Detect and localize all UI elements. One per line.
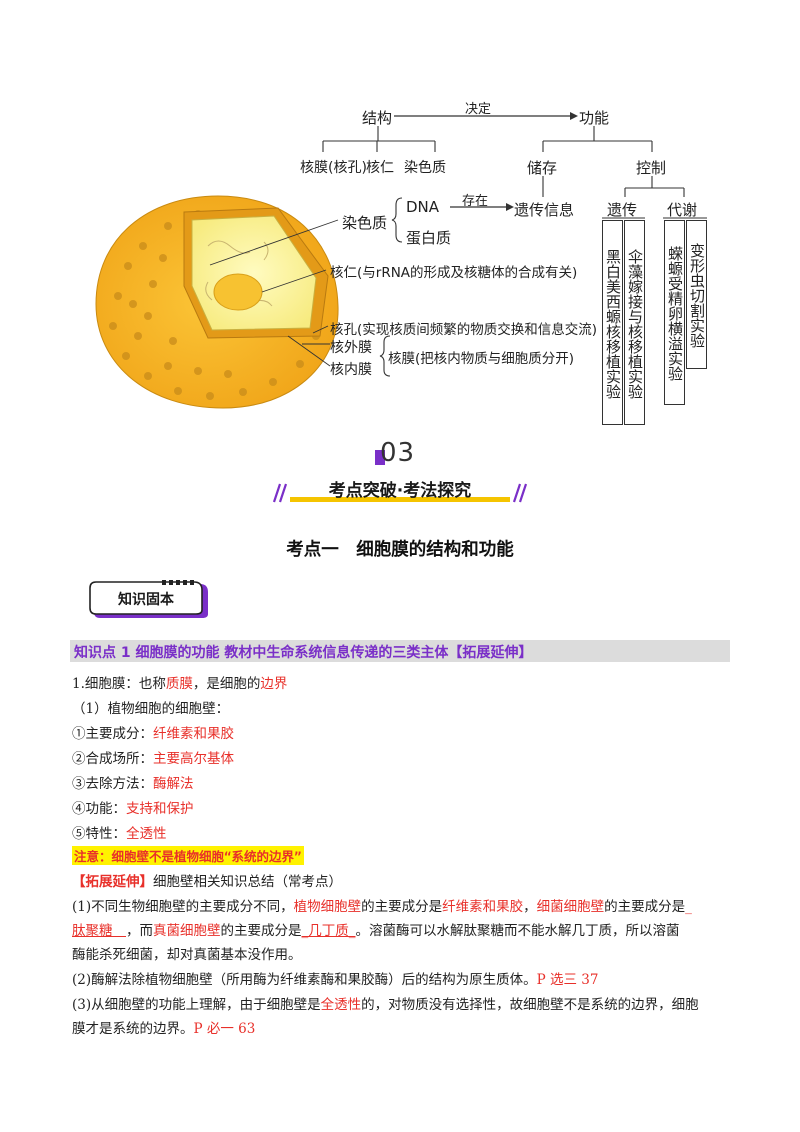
banner-title: 考点突破·考法探究 [328,481,472,501]
answer-text: 全透性 [126,826,167,842]
text: ，而 [126,923,153,939]
knowledge-badge: 知识固本 [88,580,212,620]
decides-label: 决定 [465,102,492,117]
text: ，是细胞的 [192,676,261,692]
para1-line3: 酶能杀死细菌，却对真菌基本没作用。 [72,947,302,963]
text: 。溶菌酶可以水解肽聚糖而不能水解几丁质，所以溶菌 [355,923,680,939]
text: ①主要成分： [72,726,153,742]
storage-label: 储存 [527,159,558,177]
genetic-info-label: 遗传信息 [514,201,575,219]
text: ③去除方法： [72,776,153,792]
section-number-accent [375,450,385,465]
banner-decoration [272,483,528,503]
function-label: 功能 [579,109,610,127]
para2: (2)酶解法除植物细胞壁（所用酶为纤维素酶和果胶酶）后的结构为原生质体。P 选三… [72,968,598,988]
outer-membrane-label: 核外膜 [330,340,372,356]
section-title: 考点一 细胞膜的结构和功能 [286,540,514,560]
inner-membrane-label: 核内膜 [330,362,372,378]
page-reference: P 必一 63 [193,1021,256,1037]
para3-line2: 膜才是系统的边界。P 必一 63 [72,1017,255,1037]
answer-text: 酶解法 [153,776,194,792]
answer-text: 植物细胞壁 [293,899,362,915]
line-synthesis-site: ②合成场所：主要高尔基体 [72,747,234,767]
text: 的主要成分是 [604,899,686,915]
text: 1.细胞膜：也称 [72,676,166,692]
text: (2)酶解法除植物细胞壁（所用酶为纤维素酶和果胶酶）后的结构为原生质体。 [72,972,537,988]
experiment-box-2: 伞藻嫁接与核移植实验 [624,220,645,425]
line-cell-wall-title: （1）植物细胞的细胞壁： [72,701,230,717]
answer-text: 边界 [260,676,288,692]
page-reference: P 选三 37 [536,972,599,988]
nucleus-illustration [95,195,339,409]
text: 的，对物质没有选择性，故细胞壁不是系统的边界，细胞 [361,997,699,1013]
badge-label: 知识固本 [118,592,174,608]
metabolism-label: 代谢 [667,201,698,219]
nucleolus-desc: 核仁(与rRNA的形成及核糖体的合成有关) [330,265,578,281]
line-function: ④功能：支持和保护 [72,797,194,817]
answer-text: 肽聚糖 [72,923,126,939]
text: 细胞壁相关知识总结（常考点） [153,874,342,890]
para3-line1: (3)从细胞壁的功能上理解，由于细胞壁是全透性的，对物质没有选择性，故细胞壁不是… [72,993,699,1013]
experiment-box-1: 黑白美西螈核移植实验 [602,220,623,425]
heredity-label: 遗传 [607,201,638,219]
protein-label: 蛋白质 [406,229,452,247]
answer-text: 主要高尔基体 [153,751,234,767]
badge-frame [89,580,208,618]
extension-tag: 【拓展延伸】 [72,874,153,890]
dna-label: DNA [406,198,440,216]
envelope-desc: 核膜(把核内物质与细胞质分开) [388,351,575,367]
text: (1)不同生物细胞壁的主要成分不同， [72,899,294,915]
para1-line2: 肽聚糖 ，而真菌细胞壁的主要成分是_几丁质_。溶菌酶可以水解肽聚糖而不能水解几丁… [72,919,680,939]
answer-text: 纤维素和果胶 [442,899,524,915]
answer-text: 纤维素和果胶 [153,726,234,742]
pointer-lines [209,219,339,367]
section-number: 03 [380,438,416,468]
text: ④功能： [72,801,126,817]
answer-text: _几丁质_ [301,923,356,939]
text: ⑤特性： [72,826,126,842]
answer-text: 支持和保护 [126,801,194,817]
text: ②合成场所： [72,751,153,767]
line-extension-title: 【拓展延伸】细胞壁相关知识总结（常考点） [72,870,342,890]
answer-text: 全透性 [320,997,362,1013]
section-banner: 考点突破·考法探究 [266,476,534,504]
answer-text: 细菌细胞壁 [536,899,605,915]
answer-text: 真菌细胞壁 [153,923,221,939]
text: 的主要成分是 [361,899,443,915]
text: ， [523,899,537,915]
text: 的主要成分是 [220,923,302,939]
note-highlight: 注意：细胞壁不是植物细胞“系统的边界” [72,846,304,865]
line-removal-method: ③去除方法：酶解法 [72,772,194,792]
nucleolus-label: 核仁 [366,160,394,176]
knowledge-heading: 知识点 1 细胞膜的功能 教材中生命系统信息传递的三类主体【拓展延伸】 [74,645,533,661]
exists-in-label: 存在 [462,194,489,209]
chromatin-top-label: 染色质 [404,160,446,176]
chromatin-label: 染色质 [342,214,388,232]
experiment-box-3: 蝾螈受精卵横溢实验 [664,220,685,405]
answer-blank: _ [685,899,692,915]
nuclear-envelope-pore-label: 核膜(核孔) [300,160,367,176]
structure-label: 结构 [362,109,393,127]
line-composition: ①主要成分：纤维素和果胶 [72,722,234,742]
para1-line1: (1)不同生物细胞壁的主要成分不同，植物细胞壁的主要成分是纤维素和果胶，细菌细胞… [72,895,692,915]
control-label: 控制 [636,159,667,177]
text: (3)从细胞壁的功能上理解，由于细胞壁是 [72,997,321,1013]
line-membrane: 1.细胞膜：也称质膜，是细胞的边界 [72,672,287,692]
line-property: ⑤特性：全透性 [72,822,167,842]
text: 膜才是系统的边界。 [72,1021,194,1037]
answer-text: 质膜 [165,676,193,692]
experiment-box-4: 变形虫切割实验 [686,220,707,369]
pore-desc: 核孔(实现核质间频繁的物质交换和信息交流) [330,322,598,338]
diagram-lines [322,112,707,377]
knowledge-heading-bar [70,640,730,662]
